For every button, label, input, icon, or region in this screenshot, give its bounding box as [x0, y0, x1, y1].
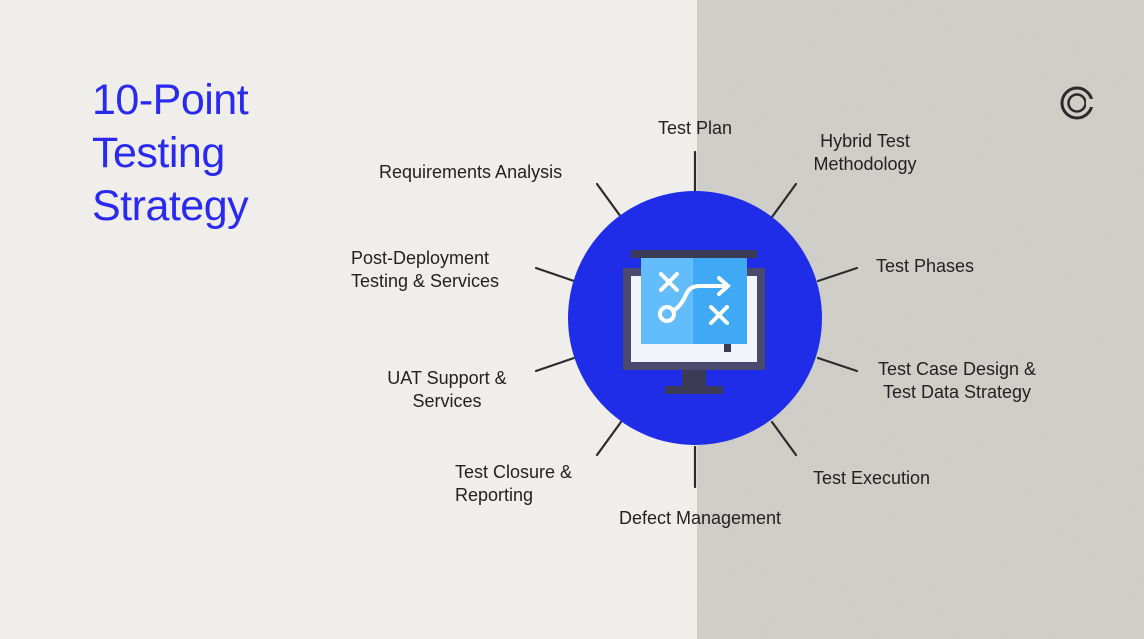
connector-requirements — [595, 182, 623, 219]
brand-ring-logo-icon — [1060, 86, 1095, 120]
point-case-design-line-2: Test Data Strategy — [882, 382, 1032, 402]
connector-closure — [595, 420, 623, 457]
point-defect-management: Defect Management — [618, 508, 782, 528]
title-line-1: 10-Point — [92, 76, 249, 124]
strategy-board-monitor-icon — [623, 250, 765, 394]
connector-test-phases — [816, 266, 859, 283]
title-line-2: Testing — [92, 129, 225, 177]
connector-uat — [534, 356, 576, 373]
point-test-plan: Test Plan — [657, 118, 733, 138]
connector-case-design — [816, 356, 859, 373]
connector-hybrid — [770, 182, 798, 219]
point-post-deployment: Post-Deployment Testing & Services — [351, 247, 499, 293]
point-post-deploy-line-2: Testing & Services — [351, 271, 500, 291]
point-hybrid-line-2: Methodology — [813, 154, 917, 174]
point-test-case-design: Test Case Design & Test Data Strategy — [866, 358, 1048, 404]
point-case-design-line-1: Test Case Design & — [877, 359, 1037, 379]
point-uat-support: UAT Support & Services — [372, 367, 522, 413]
point-test-execution: Test Execution — [813, 468, 931, 488]
title-line-3: Strategy — [92, 182, 249, 230]
point-uat-line-1: UAT Support & — [387, 368, 507, 388]
point-post-deploy-line-1: Post-Deployment — [351, 248, 490, 268]
point-closure-line-1: Test Closure & — [455, 462, 573, 482]
point-closure-line-2: Reporting — [455, 485, 534, 505]
point-hybrid-line-1: Hybrid Test — [820, 131, 910, 151]
connector-post-deploy — [534, 266, 576, 283]
point-hybrid-methodology: Hybrid Test Methodology — [795, 130, 935, 176]
connector-test-execution — [770, 420, 798, 457]
page-title: 10-Point Testing Strategy — [92, 74, 249, 233]
point-requirements-analysis: Requirements Analysis — [379, 162, 563, 182]
point-test-closure: Test Closure & Reporting — [455, 461, 572, 507]
point-test-phases: Test Phases — [876, 256, 975, 276]
point-uat-line-2: Services — [412, 391, 482, 411]
